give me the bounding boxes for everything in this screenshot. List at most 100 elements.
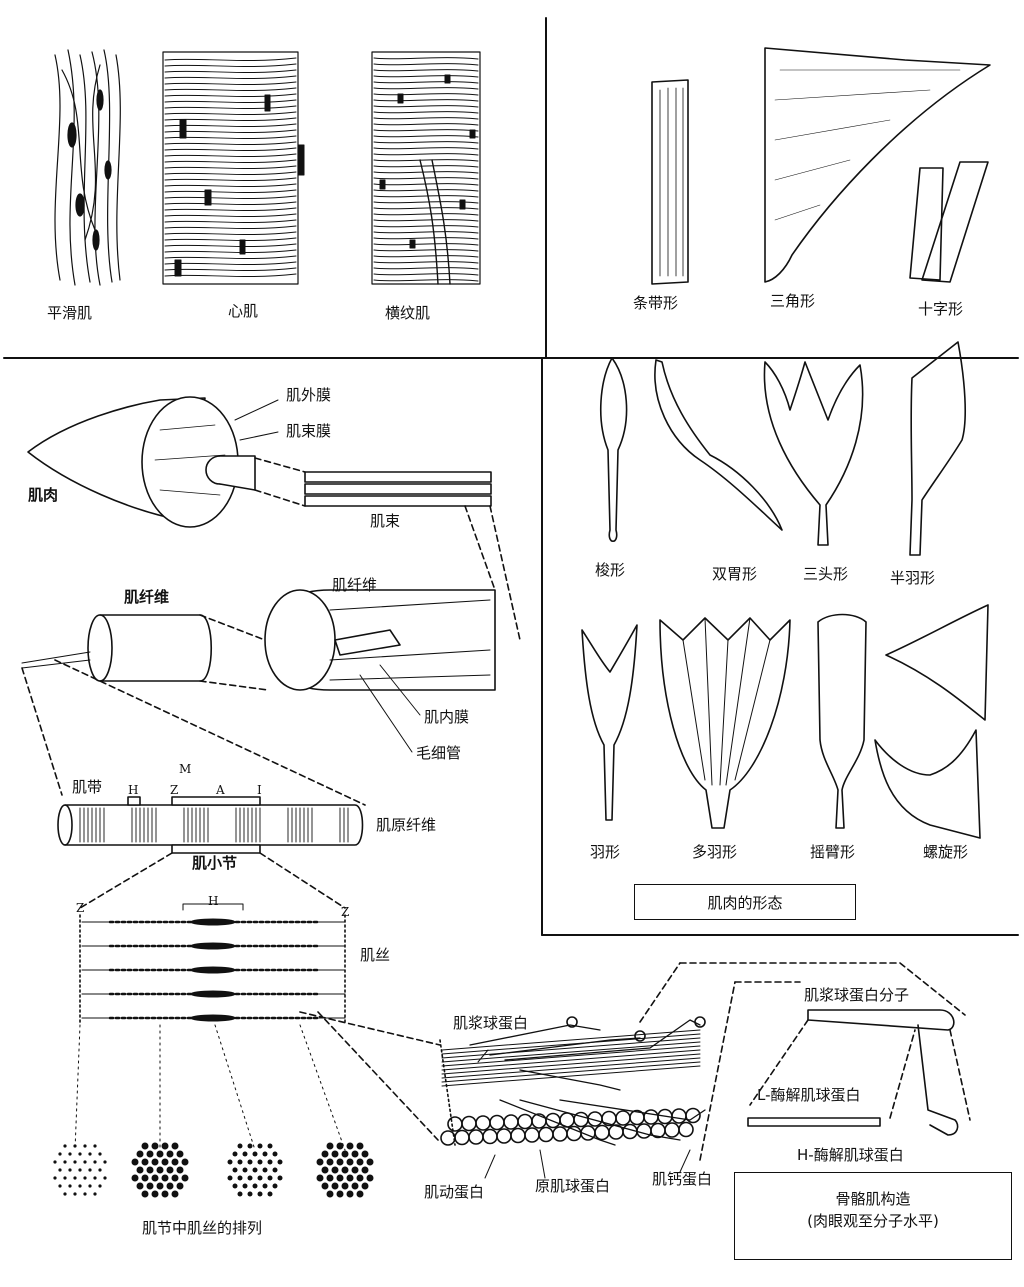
striated-striation bbox=[373, 177, 479, 180]
filament-dot bbox=[237, 1143, 243, 1149]
striated-striation bbox=[373, 201, 479, 204]
shape-cruciate-drawing bbox=[909, 161, 989, 283]
label-filament-arrangement: 肌节中肌丝的排列 bbox=[142, 1219, 263, 1237]
bundle-line bbox=[441, 1041, 701, 1063]
filament-dot bbox=[151, 1190, 159, 1198]
filament-dot bbox=[171, 1190, 179, 1198]
smooth-muscle-drawing bbox=[54, 49, 121, 286]
actin-bead bbox=[461, 1115, 477, 1132]
striated-striation bbox=[373, 81, 479, 84]
label-band: 肌带 bbox=[72, 778, 103, 796]
striated-muscle-drawing bbox=[371, 51, 481, 285]
filament-dot bbox=[146, 1182, 154, 1190]
m-line-mark bbox=[190, 918, 236, 926]
striated-striation bbox=[373, 189, 479, 192]
filament-dot bbox=[331, 1166, 339, 1174]
filament-dot bbox=[227, 1159, 233, 1165]
label-muscle-fiber-bold: 肌纤维 bbox=[124, 588, 170, 606]
filament-dot bbox=[326, 1190, 334, 1198]
filament-dot bbox=[242, 1167, 248, 1173]
filament-dot bbox=[131, 1174, 139, 1182]
striated-striation bbox=[373, 237, 479, 240]
filament-dot bbox=[262, 1167, 268, 1173]
shapes-caption-box: 肌肉的形态 bbox=[634, 884, 856, 920]
filament-dot bbox=[336, 1142, 344, 1150]
m-line-mark bbox=[190, 1014, 236, 1022]
cardiac-striation bbox=[164, 267, 297, 272]
filament-dot bbox=[68, 1184, 72, 1188]
filament-dot bbox=[136, 1182, 144, 1190]
shape-multipennate-drawing bbox=[659, 617, 791, 829]
filament-dot bbox=[257, 1175, 263, 1181]
cardiac-striation bbox=[164, 213, 297, 218]
striated-striation bbox=[373, 159, 479, 162]
bundle-line bbox=[441, 1053, 701, 1075]
striated-striation bbox=[373, 129, 479, 132]
striated-striation bbox=[373, 111, 479, 114]
filament-dot bbox=[78, 1152, 82, 1156]
striated-striation bbox=[373, 123, 479, 126]
label-shape-fusiform: 梭形 bbox=[595, 561, 626, 579]
filament-dot bbox=[73, 1176, 77, 1180]
label-a-band: A bbox=[216, 783, 225, 797]
filament-dot bbox=[257, 1191, 263, 1197]
filament-dot bbox=[252, 1183, 258, 1189]
filament-dot bbox=[161, 1158, 169, 1166]
filament-dot bbox=[316, 1174, 324, 1182]
cardiac-striation bbox=[164, 147, 297, 152]
filament-dot bbox=[321, 1150, 329, 1158]
filament-dot bbox=[156, 1182, 164, 1190]
filament-dot bbox=[356, 1174, 364, 1182]
filament-dot bbox=[247, 1175, 253, 1181]
muscle-fiber-drawing bbox=[264, 505, 521, 753]
striated-striation bbox=[373, 213, 479, 216]
filament-dot bbox=[267, 1159, 273, 1165]
filament-dot bbox=[242, 1151, 248, 1157]
filament-dot bbox=[267, 1175, 273, 1181]
filament-dot bbox=[98, 1184, 102, 1188]
cardiac-striation bbox=[164, 93, 297, 98]
filament-dot bbox=[103, 1160, 107, 1164]
actin-bead bbox=[447, 1116, 463, 1132]
label-muscle: 肌肉 bbox=[28, 486, 59, 504]
filament-dot bbox=[346, 1142, 354, 1150]
filament-dot bbox=[68, 1152, 72, 1156]
filament-dot bbox=[242, 1183, 248, 1189]
filament-dot bbox=[366, 1158, 374, 1166]
label-z-left: Z bbox=[76, 901, 85, 915]
filament-dot bbox=[93, 1160, 97, 1164]
actin-bead bbox=[629, 1109, 645, 1126]
cardiac-striation bbox=[164, 141, 297, 146]
filament-dot bbox=[63, 1192, 67, 1196]
filament-dot bbox=[78, 1184, 82, 1188]
filament-dot bbox=[103, 1176, 107, 1180]
label-epimysium: 肌外膜 bbox=[286, 386, 332, 404]
filament-dot bbox=[88, 1152, 92, 1156]
label-shape-unipennate: 半羽形 bbox=[890, 569, 936, 587]
filament-dot bbox=[131, 1158, 139, 1166]
actin-bead bbox=[517, 1113, 533, 1130]
actin-bead bbox=[552, 1126, 568, 1142]
filament-dot bbox=[83, 1192, 87, 1196]
cardiac-striation bbox=[164, 57, 297, 62]
label-i-band: I bbox=[257, 783, 262, 797]
cardiac-striation bbox=[164, 81, 297, 86]
filament-dot bbox=[73, 1160, 77, 1164]
filament-dot bbox=[93, 1144, 97, 1148]
striated-striation bbox=[373, 93, 479, 96]
label-cardiac-muscle: 心肌 bbox=[228, 302, 259, 320]
label-l-meromyosin: L-酶解肌球蛋白 bbox=[757, 1086, 861, 1104]
striated-striation bbox=[373, 219, 479, 222]
actin-bead bbox=[615, 1110, 631, 1126]
actin-bead bbox=[566, 1125, 582, 1142]
filament-dot bbox=[272, 1151, 278, 1157]
cardiac-striation bbox=[164, 75, 297, 80]
cardiac-muscle-drawing bbox=[162, 51, 305, 285]
shape-unipennate-drawing bbox=[909, 341, 966, 556]
cardiac-striation bbox=[164, 177, 297, 182]
label-shape-bipennate: 羽形 bbox=[590, 843, 621, 861]
filament-dot bbox=[247, 1159, 253, 1165]
shape-arm-shaped-drawing bbox=[817, 613, 867, 829]
